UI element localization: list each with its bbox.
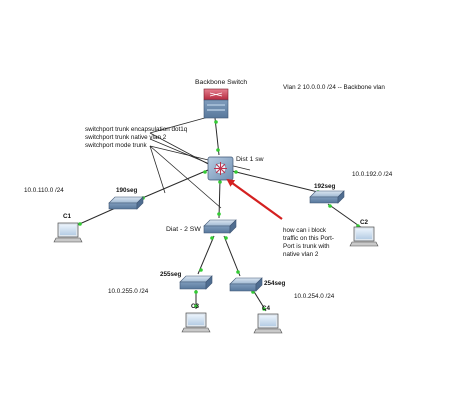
pc-c3-label: C3 bbox=[191, 303, 200, 310]
question-line-2: traffic on this Port- bbox=[283, 235, 334, 242]
backbone-switch-icon[interactable] bbox=[203, 88, 229, 119]
link-dist1-dist2 bbox=[218, 179, 221, 219]
link-dist2-255seg bbox=[197, 235, 215, 275]
net-254-label: 10.0.254.0 /24 bbox=[294, 293, 335, 300]
vlan-note: Vlan 2 10.0.0.0 /24 -- Backbone vlan bbox=[283, 84, 385, 91]
question-line-3: Port is trunk with bbox=[283, 243, 330, 250]
pc-c2-label: C2 bbox=[360, 219, 369, 226]
question-line-4: native vlan 2 bbox=[283, 251, 319, 258]
link-dist1-192seg bbox=[231, 170, 323, 194]
pc-c1-label: C1 bbox=[63, 213, 72, 220]
switch-192seg-icon[interactable] bbox=[309, 190, 345, 204]
backbone-switch-label: Backbone Switch bbox=[195, 79, 247, 86]
seg255-label: 255seg bbox=[160, 271, 182, 278]
pc-c1-icon[interactable] bbox=[53, 222, 83, 243]
annotation-arrow bbox=[226, 178, 283, 220]
pc-c3-icon[interactable] bbox=[181, 312, 211, 333]
dist1-label: Dist 1 sw bbox=[236, 156, 264, 163]
dist2-label: Diat - 2 SW bbox=[166, 226, 201, 233]
config-command-3: switchport mode trunk bbox=[85, 142, 147, 149]
seg254-label: 254seg bbox=[264, 280, 286, 287]
pc-c2-icon[interactable] bbox=[349, 226, 379, 247]
config-command-1: switchport trunk encapsulation dot1q bbox=[85, 126, 188, 133]
switch-255seg-icon[interactable] bbox=[179, 275, 213, 290]
dist2-switch-icon[interactable] bbox=[203, 219, 237, 234]
switch-190seg-icon[interactable] bbox=[108, 196, 144, 210]
net-110-label: 10.0.110.0 /24 bbox=[24, 187, 64, 194]
net-255-label: 10.0.255.0 /24 bbox=[108, 288, 149, 295]
config-callout-lines bbox=[149, 115, 251, 209]
link-192seg-c2 bbox=[327, 203, 363, 229]
link-dist1-190seg bbox=[139, 169, 209, 200]
config-command-2: switchport trunk native vlan 2 bbox=[85, 134, 167, 141]
link-190seg-c1 bbox=[74, 205, 121, 227]
seg192-label: 192seg bbox=[314, 183, 336, 190]
switch-254seg-icon[interactable] bbox=[229, 277, 263, 292]
pc-c4-icon[interactable] bbox=[253, 313, 283, 334]
link-dist2-254seg bbox=[223, 235, 241, 277]
question-line-1: how can i block bbox=[283, 227, 327, 234]
seg190-label: 190seg bbox=[116, 187, 138, 194]
net-192-label: 10.0.192.0 /24 bbox=[352, 171, 393, 178]
pc-c4-label: C4 bbox=[262, 305, 271, 312]
dist1-multilayer-switch-icon[interactable] bbox=[207, 156, 234, 181]
